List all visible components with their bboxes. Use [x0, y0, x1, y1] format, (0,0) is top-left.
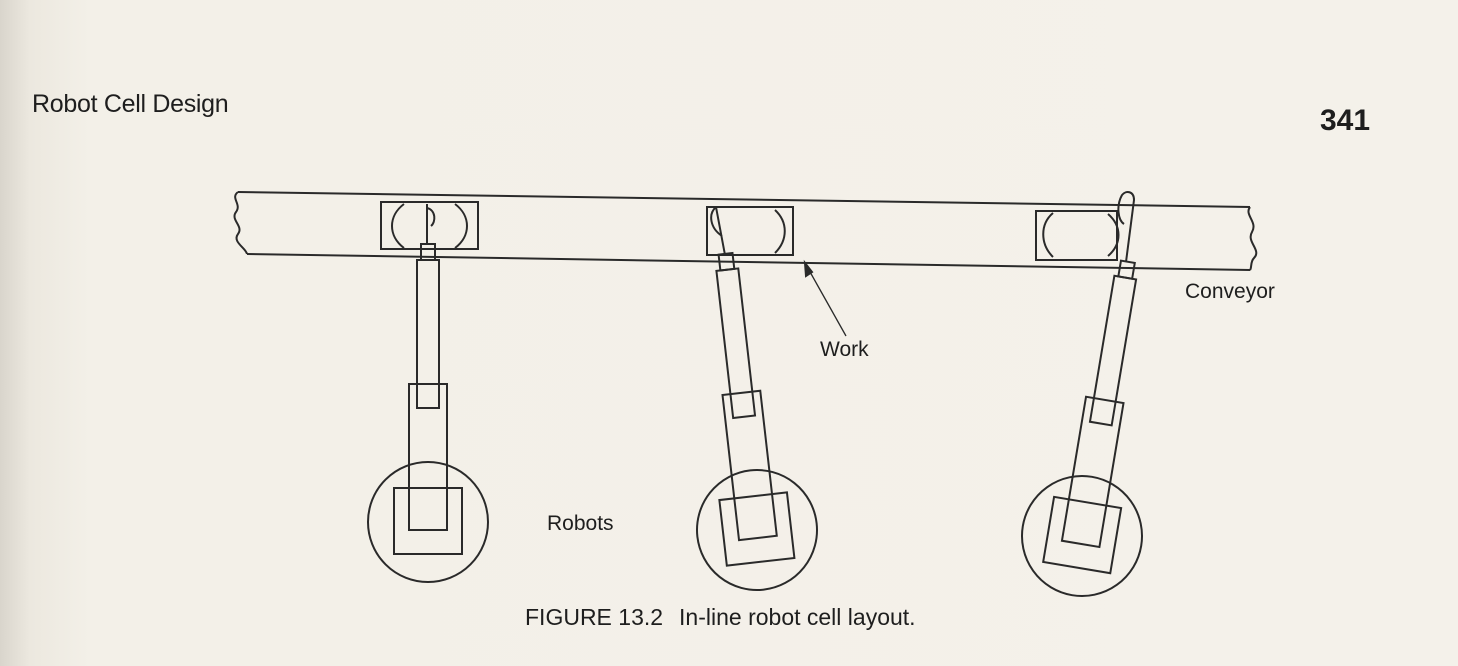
work-piece-1: [380, 201, 479, 250]
conveyor: [233, 191, 1258, 271]
work-pointer-arrow: [803, 259, 847, 337]
figure-caption: FIGURE 13.2 In-line robot cell layout.: [525, 604, 916, 631]
figure-number: FIGURE 13.2: [525, 604, 664, 630]
running-head: Robot Cell Design: [32, 90, 229, 118]
work-label: Work: [820, 338, 869, 361]
robot-2: [664, 245, 825, 598]
work-piece-3: [1035, 191, 1136, 263]
robots-label: Robots: [547, 512, 614, 535]
robot-3: [1011, 250, 1189, 607]
page-number: 341: [1320, 104, 1371, 137]
work-piece-2: [706, 206, 794, 256]
figure-title: In-line robot cell layout.: [679, 604, 916, 630]
robot-1: [367, 243, 489, 583]
conveyor-label: Conveyor: [1185, 280, 1275, 303]
